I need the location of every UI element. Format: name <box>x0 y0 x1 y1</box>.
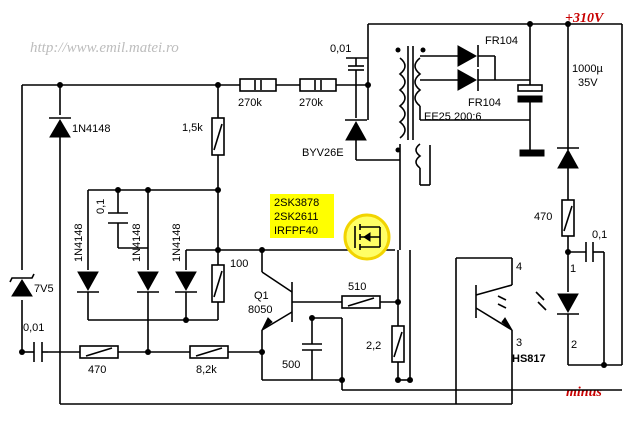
label-pin1: 1 <box>570 263 576 275</box>
watermark-url: http://www.emil.matei.ro <box>30 40 179 56</box>
label-1n4148-a: 1N4148 <box>73 223 85 262</box>
capacitor-1000u <box>517 24 545 157</box>
diode-byv26e <box>345 119 400 161</box>
label-1n4148-top: 1N4148 <box>72 123 111 135</box>
capacitor-0-1-left <box>108 212 128 224</box>
label-c-out-voltage: 35V <box>578 77 598 89</box>
resistor-8-2k <box>189 345 229 359</box>
label-1-5k: 1,5k <box>182 122 203 134</box>
label-zener: 7V5 <box>34 283 54 295</box>
junction-dots <box>19 21 607 383</box>
capacitor-0-1-right <box>568 242 605 365</box>
label-c-500: 500 <box>282 359 300 371</box>
label-transformer: EE25 200:6 <box>424 111 482 123</box>
diode-1n4148-a <box>77 271 99 293</box>
resistor-470-input <box>79 345 119 359</box>
zener-7v5 <box>9 273 35 297</box>
led-wiring <box>557 24 622 366</box>
resistor-270k-2 <box>299 78 337 92</box>
diode-1n4148-b <box>137 271 159 293</box>
label-100: 100 <box>230 258 248 270</box>
label-pin2: 2 <box>571 339 577 351</box>
label-c-out-value: 1000µ <box>572 63 603 75</box>
mosfet-option-3: IRFPF40 <box>274 225 318 237</box>
optocoupler-hs817 <box>455 257 513 404</box>
label-470-led: 470 <box>534 211 552 223</box>
resistor-470-led <box>561 199 575 237</box>
positive-rail-label: +310V <box>565 11 605 26</box>
label-c-0-1-left: 0,1 <box>95 199 107 214</box>
resistor-270k-1 <box>239 78 277 92</box>
capacitor-0-01-input <box>30 342 48 362</box>
negative-rail-label: minus <box>566 385 602 400</box>
label-c-snubber: 0,01 <box>330 43 351 55</box>
label-270k-1: 270k <box>238 97 262 109</box>
label-pin4: 4 <box>516 261 522 273</box>
diode-1n4148-top <box>49 117 71 138</box>
resistor-100 <box>211 264 225 303</box>
diode-fr104-1 <box>420 45 496 80</box>
resistor-1-5k <box>211 117 225 156</box>
capacitor-500 <box>302 318 322 380</box>
label-fr104-2: FR104 <box>468 97 501 109</box>
label-c-0-01-input: 0,01 <box>23 322 44 334</box>
label-270k-2: 270k <box>299 97 323 109</box>
led-diode <box>535 291 579 315</box>
mosfet-switch <box>343 213 391 261</box>
mosfet-part-labels: 2SK3878 2SK2611 IRFPF40 <box>270 194 334 238</box>
label-pin3: 3 <box>516 337 522 349</box>
mosfet-option-1: 2SK3878 <box>274 197 319 209</box>
label-1n4148-b: 1N4148 <box>131 223 143 262</box>
label-8-2k: 8,2k <box>196 364 217 376</box>
diode-1n4148-c <box>175 271 197 293</box>
resistor-510 <box>341 295 381 309</box>
mosfet-option-2: 2SK2611 <box>274 211 318 223</box>
left-wiring <box>21 58 513 405</box>
label-byv26e: BYV26E <box>302 147 344 159</box>
transformer-ee25 <box>395 46 530 250</box>
label-2-2: 2,2 <box>366 340 381 352</box>
label-fr104-1: FR104 <box>485 35 518 47</box>
label-q1: Q1 <box>254 290 269 302</box>
label-1n4148-c: 1N4148 <box>171 223 183 262</box>
label-470-input: 470 <box>88 364 106 376</box>
label-q1-type: 8050 <box>248 304 272 316</box>
resistor-2-2 <box>391 325 405 363</box>
diode-fr104-2 <box>420 69 530 91</box>
label-510: 510 <box>348 281 366 293</box>
positive-rail-wires <box>367 23 623 365</box>
label-c-0-1-right: 0,1 <box>592 229 607 241</box>
label-opto: HS817 <box>512 353 546 365</box>
capacitor-snubber <box>346 57 368 118</box>
